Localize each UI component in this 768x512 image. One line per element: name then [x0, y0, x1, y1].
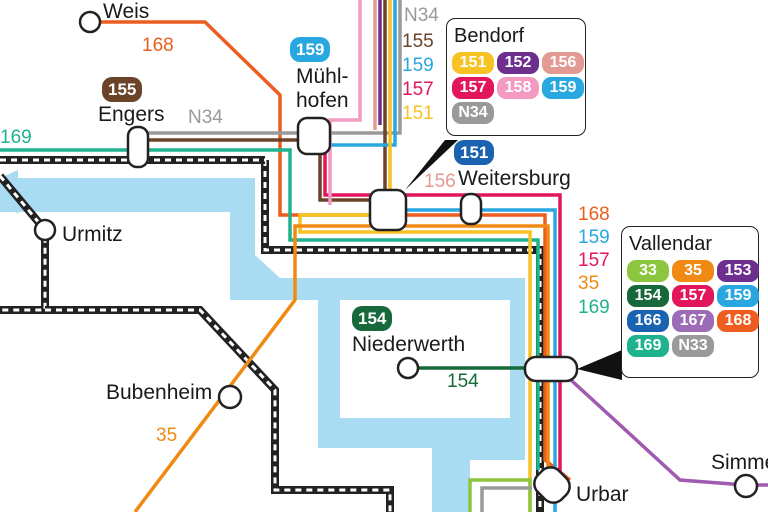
callout-vallendar-badge-168: 168	[717, 310, 759, 332]
callout-vallendar-badge-159: 159	[717, 285, 759, 307]
badge-niederwerth-154: 154	[352, 306, 393, 331]
callout-vallendar-badge-N33: N33	[672, 335, 714, 357]
station-weis	[78, 10, 102, 34]
station-label-bubenheim: Bubenheim	[106, 381, 213, 404]
station-label-niederwerth: Niederwerth	[352, 333, 466, 356]
badge-engers-155: 155	[102, 77, 143, 102]
line-168	[90, 20, 572, 482]
line-169	[0, 148, 540, 470]
line-35	[133, 224, 550, 512]
callout-vallendar-badge-154: 154	[627, 285, 669, 307]
line-label-169: 169	[0, 127, 32, 148]
station-label-muelhofen-1: Mühl-	[296, 65, 349, 88]
callout-bendorf-badge-151: 151	[452, 52, 494, 74]
callout-vallendar-badge-157: 157	[672, 285, 714, 307]
station-label-simmern: Simme	[711, 451, 768, 474]
callout-bendorf-badge-156: 156	[542, 52, 584, 74]
callout-bendorf-badge-N34: N34	[452, 102, 494, 124]
line-label-156: 156	[424, 171, 456, 192]
station-weitersburg	[459, 192, 483, 226]
station-markers	[33, 10, 759, 504]
station-niederwerth	[396, 356, 420, 380]
stack-right-3: 35	[578, 273, 600, 294]
line-151	[298, 0, 532, 512]
stack-right-1: 159	[578, 227, 610, 248]
stack-right-2: 157	[578, 250, 610, 271]
callout-vallendar-badge-167: 167	[672, 310, 714, 332]
station-simmern	[733, 473, 759, 499]
station-vallendar	[523, 355, 579, 383]
callout-bendorf-badge-152: 152	[497, 52, 539, 74]
stack-right-0: 168	[578, 204, 610, 225]
station-muelhofen	[296, 116, 332, 156]
station-label-muelhofen-2: hofen	[296, 89, 349, 112]
line-159	[310, 0, 557, 512]
line-155	[130, 0, 387, 202]
callout-bendorf-badge-158: 158	[497, 77, 539, 99]
callout-bendorf-title: Bendorf	[454, 25, 525, 47]
badge-muelhofen-159: 159	[290, 37, 331, 62]
line-158	[328, 0, 362, 205]
station-bubenheim	[217, 384, 243, 410]
stack-top-1: 155	[402, 31, 434, 52]
stack-top-4: 151	[402, 103, 434, 124]
callout-bendorf-badge-157: 157	[452, 77, 494, 99]
line-label-154: 154	[447, 371, 479, 392]
callout-vallendar-badge-35: 35	[672, 260, 714, 282]
station-label-engers: Engers	[98, 103, 165, 126]
callout-bendorf-badge-159: 159	[542, 77, 584, 99]
station-urbar	[533, 466, 571, 504]
callout-vallendar-badge-166: 166	[627, 310, 669, 332]
station-engers	[126, 125, 150, 169]
callout-vallendar-title: Vallendar	[629, 233, 713, 255]
stack-right-4: 169	[578, 297, 610, 318]
callout-vallendar-badge-169: 169	[627, 335, 669, 357]
callout-vallendar-badge-33: 33	[627, 260, 669, 282]
station-label-weitersburg: Weitersburg	[458, 167, 571, 190]
badge-weitersburg-151: 151	[454, 140, 495, 165]
station-urmitz	[33, 218, 57, 242]
line-N34	[140, 0, 402, 135]
callout-pointers	[405, 140, 622, 380]
line-label-35: 35	[156, 425, 178, 446]
station-bendorf	[368, 188, 408, 232]
station-label-urbar: Urbar	[576, 483, 629, 506]
line-label-N34: N34	[188, 107, 223, 128]
stack-top-0: N34	[404, 5, 439, 26]
line-label-168: 168	[142, 35, 174, 56]
station-label-weis: Weis	[103, 0, 150, 23]
callout-vallendar-badge-153: 153	[717, 260, 759, 282]
stack-top-3: 157	[402, 79, 434, 100]
station-label-urmitz: Urmitz	[62, 223, 123, 246]
stack-top-2: 159	[402, 55, 434, 76]
